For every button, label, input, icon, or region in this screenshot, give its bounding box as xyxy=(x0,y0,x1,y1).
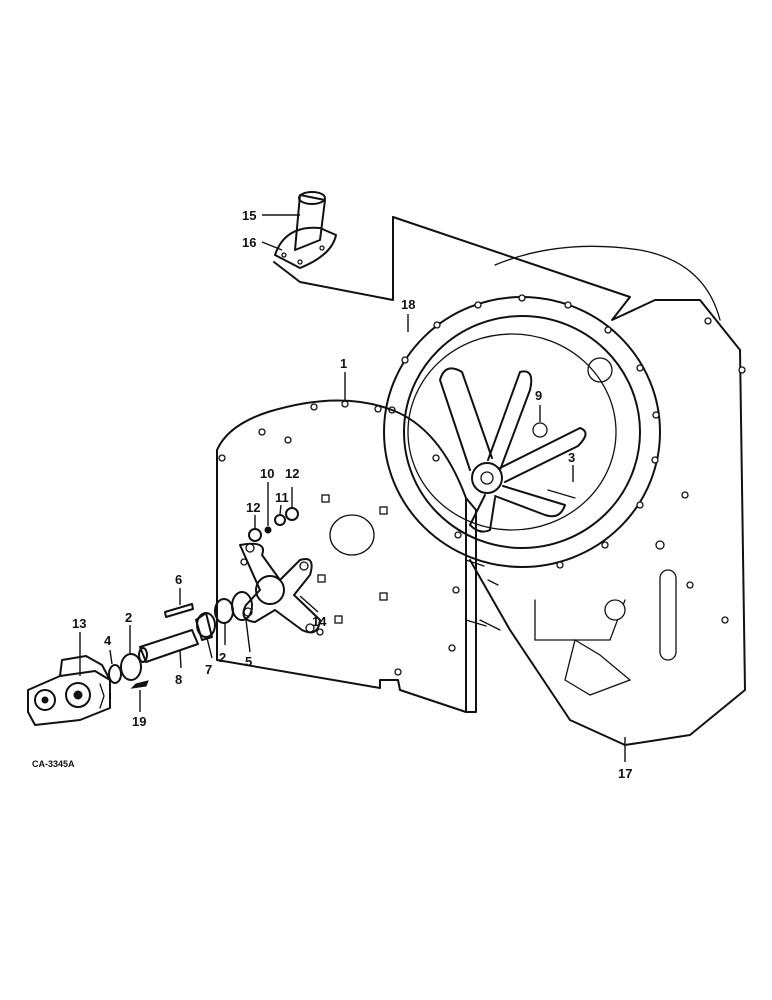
callout-18: 18 xyxy=(401,297,415,312)
front-plate xyxy=(216,399,487,713)
callout-16: 16 xyxy=(242,235,256,250)
callout-6: 6 xyxy=(175,572,182,587)
spout-and-gasket xyxy=(274,191,337,269)
callout-5: 5 xyxy=(245,654,252,669)
gearbox xyxy=(27,655,111,726)
spider-bracket xyxy=(239,542,321,634)
drawing-reference: CA-3345A xyxy=(32,759,75,769)
callout-labels: 1 2 2 3 4 5 6 7 8 9 10 11 12 12 13 14 15… xyxy=(72,208,632,781)
callout-2a: 2 xyxy=(125,610,132,625)
callout-19: 19 xyxy=(132,714,146,729)
callout-14: 14 xyxy=(312,614,327,629)
callout-4: 4 xyxy=(104,633,112,648)
callout-9: 9 xyxy=(535,388,542,403)
callout-17: 17 xyxy=(618,766,632,781)
fan-shroud-ring xyxy=(383,294,661,569)
rear-housing xyxy=(273,216,746,746)
callout-12b: 12 xyxy=(285,466,299,481)
callout-1: 1 xyxy=(340,356,347,371)
callout-13: 13 xyxy=(72,616,86,631)
leader-lines xyxy=(79,214,626,762)
callout-2b: 2 xyxy=(219,650,226,665)
callout-7: 7 xyxy=(205,662,212,677)
callout-11: 11 xyxy=(275,490,289,505)
callout-3: 3 xyxy=(568,450,575,465)
callout-10: 10 xyxy=(260,466,274,481)
callout-15: 15 xyxy=(242,208,256,223)
shaft-assembly xyxy=(108,591,253,689)
callout-12a: 12 xyxy=(246,500,260,515)
callout-8: 8 xyxy=(175,672,182,687)
fan-assembly xyxy=(439,367,587,533)
